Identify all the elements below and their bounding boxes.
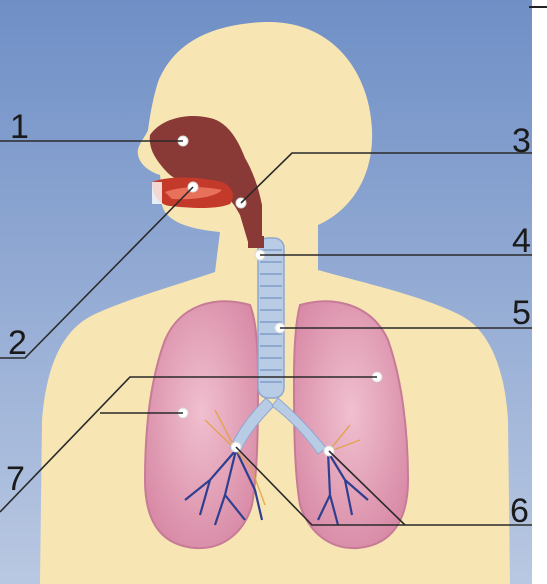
teeth [152,182,162,204]
label-6: 6 [510,494,529,528]
label-5: 5 [512,296,531,330]
label-1: 1 [10,110,29,144]
larynx [248,236,264,248]
right-margin [532,0,547,584]
label-4: 4 [512,224,531,258]
label-2: 2 [8,326,27,360]
label-7: 7 [6,462,25,496]
label-3: 3 [512,124,531,158]
top-rule [529,6,547,8]
